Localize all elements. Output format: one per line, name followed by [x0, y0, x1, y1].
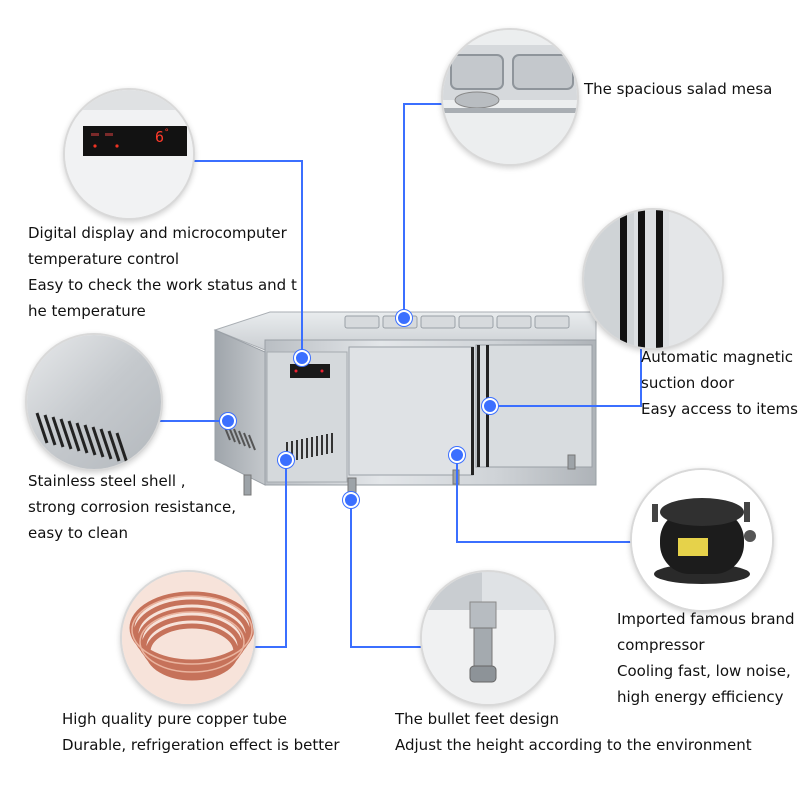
magnetic-door-detail: [582, 208, 724, 350]
copper-tube-caption: High quality pure copper tube Durable, r…: [62, 706, 340, 758]
callout-dot: [482, 398, 498, 414]
callout-dot: [220, 413, 236, 429]
compressor-detail: [630, 468, 774, 612]
caption-line: Easy to check the work status and t: [28, 276, 297, 294]
connector-line: [403, 103, 405, 318]
connector-line: [403, 103, 443, 105]
temperature-reading: 6°: [155, 128, 170, 146]
caption-line: Digital display and microcomputer: [28, 224, 287, 242]
connector-line: [456, 541, 632, 543]
copper-tube-detail: [120, 570, 256, 706]
caption-line: suction door: [641, 374, 735, 392]
salad-mesa-caption: The spacious salad mesa: [584, 80, 773, 98]
compressor-caption: Imported famous brand compressor Cooling…: [617, 606, 795, 710]
salad-mesa-detail: [441, 28, 579, 166]
digital-display-caption: Digital display and microcomputer temper…: [28, 220, 297, 324]
caption-line: Durable, refrigeration effect is better: [62, 736, 340, 754]
connector-line: [456, 455, 458, 542]
caption-line: Cooling fast, low noise,: [617, 662, 791, 680]
caption-line: temperature control: [28, 250, 180, 268]
callout-dot: [449, 447, 465, 463]
connector-line: [490, 405, 642, 407]
caption-line: Adjust the height according to the envir…: [395, 736, 752, 754]
callout-dot: [343, 492, 359, 508]
callout-dot: [278, 452, 294, 468]
caption-line: compressor: [617, 636, 705, 654]
callout-dot: [396, 310, 412, 326]
callout-dot: [294, 350, 310, 366]
connector-line: [350, 500, 352, 648]
caption-line: high energy efficiency: [617, 688, 784, 706]
magnetic-door-caption: Automatic magnetic suction door Easy acc…: [641, 344, 798, 422]
connector-line: [186, 160, 303, 162]
steel-shell-detail: [25, 333, 163, 471]
caption-line: Stainless steel shell ,: [28, 472, 186, 490]
caption-line: easy to clean: [28, 524, 129, 542]
steel-shell-caption: Stainless steel shell , strong corrosion…: [28, 468, 236, 546]
caption-line: The bullet feet design: [395, 710, 560, 728]
caption-line: Automatic magnetic: [641, 348, 794, 366]
connector-line: [640, 298, 642, 407]
connector-line: [350, 646, 422, 648]
bullet-feet-detail: [420, 570, 556, 706]
caption-line: he temperature: [28, 302, 146, 320]
connector-line: [301, 160, 303, 358]
connector-line: [244, 646, 287, 648]
bullet-feet-caption: The bullet feet design Adjust the height…: [395, 706, 752, 758]
connector-line: [156, 420, 228, 422]
caption-line: High quality pure copper tube: [62, 710, 287, 728]
caption-line: Easy access to items: [641, 400, 798, 418]
caption-line: strong corrosion resistance,: [28, 498, 236, 516]
digital-display-detail: 6°: [63, 88, 195, 220]
caption-line: Imported famous brand: [617, 610, 795, 628]
connector-line: [285, 460, 287, 648]
